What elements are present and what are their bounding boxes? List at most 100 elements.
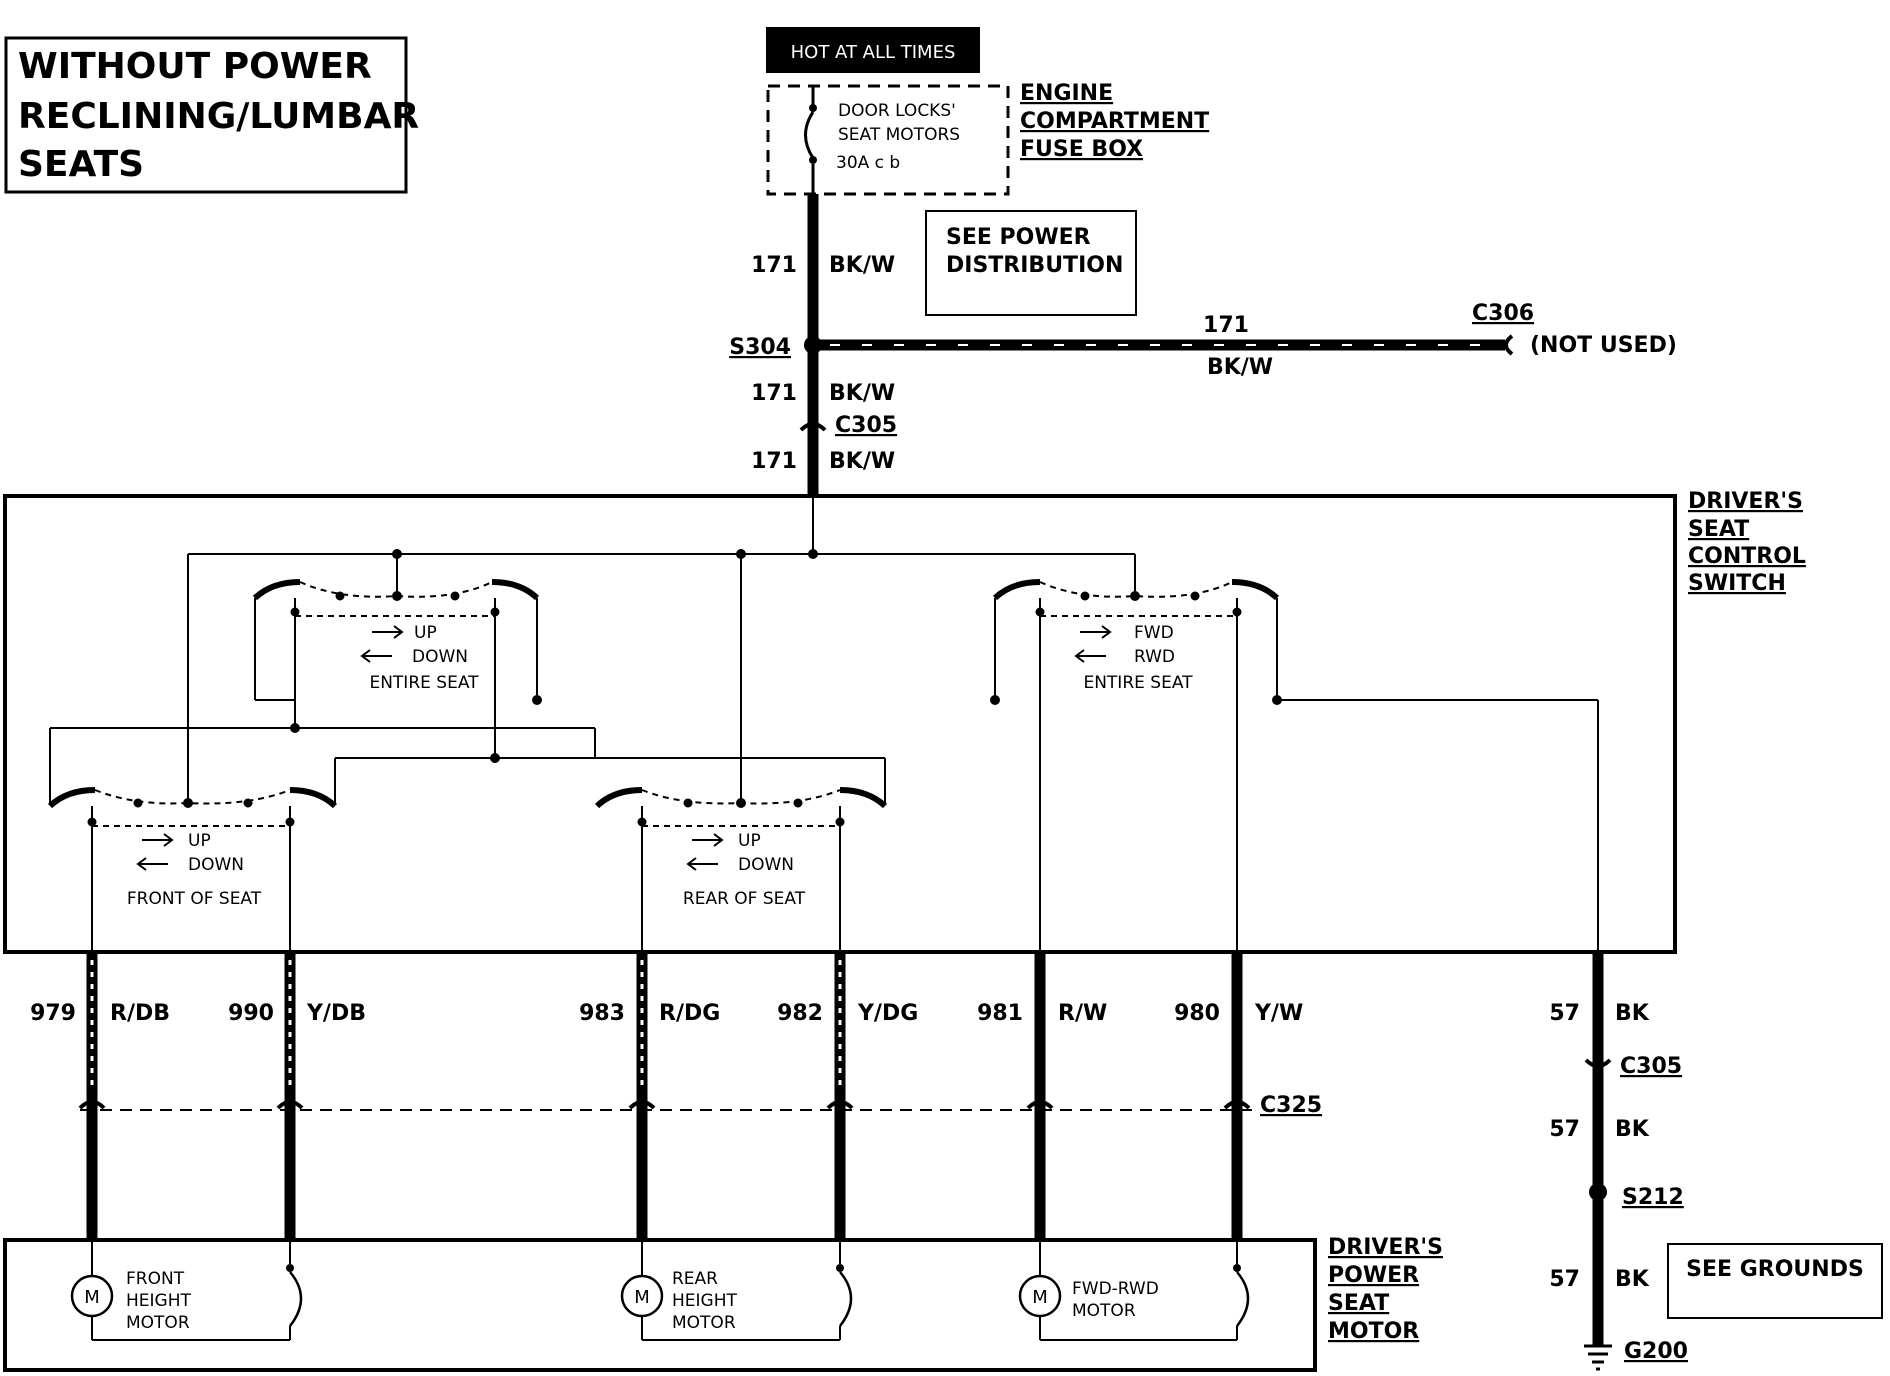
motor-box-label-3: SEAT (1328, 1291, 1389, 1316)
power-seat-motor-box (3, 1238, 1317, 1372)
wire-980-color: Y/W (1254, 1001, 1303, 1026)
see-power-box (925, 210, 1137, 316)
ground-color-1: BK (1615, 1001, 1650, 1026)
svg-text:UP: UP (414, 623, 437, 643)
ground-color-2: BK (1615, 1117, 1650, 1142)
switch-caption-upper-left: UP DOWN ENTIRE SEAT (360, 623, 479, 693)
c325-connector (78, 1100, 1252, 1111)
title-line-1: WITHOUT POWER (18, 46, 372, 87)
branch-color: BK/W (1207, 355, 1273, 380)
s212-label: S212 (1622, 1185, 1684, 1210)
motor-symbol: M (634, 1287, 650, 1308)
svg-text:HEIGHT: HEIGHT (126, 1291, 191, 1311)
see-power-line-1: SEE POWER (946, 225, 1091, 250)
motor-box-label-2: POWER (1328, 1263, 1419, 1288)
s304-label: S304 (729, 335, 791, 360)
svg-text:DOWN: DOWN (412, 647, 468, 667)
svg-text:FWD-RWD: FWD-RWD (1072, 1279, 1159, 1299)
fwd-rwd-motor: M FWD-RWD MOTOR (1018, 1240, 1250, 1341)
svg-text:FRONT OF SEAT: FRONT OF SEAT (127, 889, 262, 909)
ground-circuit-2: 57 (1549, 1117, 1580, 1142)
motor-box-label-1: DRIVER'S (1328, 1235, 1443, 1260)
fuse-line-1: DOOR LOCKS' (838, 101, 956, 121)
svg-text:REAR: REAR (672, 1269, 718, 1289)
switch-label-2: SEAT (1688, 517, 1749, 542)
wire-983-color: R/DG (659, 1001, 720, 1026)
switch-label-1: DRIVER'S (1688, 489, 1803, 514)
feed-circuit-1: 171 (751, 253, 797, 278)
feed-circuit-2: 171 (751, 381, 797, 406)
title-line-2: RECLINING/LUMBAR (18, 96, 419, 137)
svg-text:RWD: RWD (1134, 647, 1175, 667)
c325-label: C325 (1260, 1093, 1322, 1118)
c305-top-label: C305 (835, 413, 897, 438)
feed-color-1: BK/W (829, 253, 895, 278)
motor-box-label-4: MOTOR (1328, 1319, 1419, 1344)
fuse-box-label-3: FUSE BOX (1020, 137, 1143, 162)
feed-circuit-3: 171 (751, 449, 797, 474)
fuse-box-label-1: ENGINE (1020, 81, 1113, 106)
wire-stripes (90, 960, 842, 1090)
c305-bottom-label: C305 (1620, 1054, 1682, 1079)
title-line-3: SEATS (18, 144, 144, 185)
svg-text:FWD: FWD (1134, 623, 1174, 643)
wire-982-circuit: 982 (777, 1001, 823, 1026)
svg-text:DOWN: DOWN (738, 855, 794, 875)
switch-label-3: CONTROL (1688, 544, 1806, 569)
wire-980-circuit: 980 (1174, 1001, 1220, 1026)
wire-981-circuit: 981 (977, 1001, 1023, 1026)
c306-connector (1504, 334, 1514, 356)
svg-text:REAR OF SEAT: REAR OF SEAT (683, 889, 806, 909)
wire-979-circuit: 979 (30, 1001, 76, 1026)
hot-banner (766, 27, 980, 73)
rear-height-motor: M REAR HEIGHT MOTOR (620, 1240, 853, 1341)
fuse-line-3: 30A c b (836, 153, 900, 173)
svg-text:HEIGHT: HEIGHT (672, 1291, 737, 1311)
feed-color-2: BK/W (829, 381, 895, 406)
svg-text:DOWN: DOWN (188, 855, 244, 875)
wire-982-color: Y/DG (857, 1001, 918, 1026)
switch-caption-upper-right: FWD RWD ENTIRE SEAT (1074, 623, 1193, 693)
ground-color-3: BK (1615, 1267, 1650, 1292)
hot-banner-text: HOT AT ALL TIMES (791, 42, 956, 63)
svg-text:MOTOR: MOTOR (126, 1313, 190, 1333)
svg-text:UP: UP (188, 831, 211, 851)
fuse-box (766, 84, 1010, 196)
wire-990-circuit: 990 (228, 1001, 274, 1026)
see-grounds-box (1667, 1243, 1883, 1319)
circuit-breaker-symbol (804, 86, 817, 194)
svg-text:UP: UP (738, 831, 761, 851)
svg-text:MOTOR: MOTOR (672, 1313, 736, 1333)
see-power-line-2: DISTRIBUTION (946, 253, 1123, 278)
ground-symbol (1584, 1344, 1612, 1371)
wire-979-color: R/DB (110, 1001, 170, 1026)
motor-wires (86, 952, 1243, 1240)
switch-internal-wiring (49, 496, 1599, 952)
switch-label-4: SWITCH (1688, 571, 1786, 596)
splice-s212 (1589, 1183, 1607, 1201)
front-height-motor: M FRONT HEIGHT MOTOR (70, 1240, 303, 1341)
switch-contact-upper-left (252, 579, 540, 617)
svg-text:MOTOR: MOTOR (1072, 1301, 1136, 1321)
c305-top-connector (799, 422, 827, 432)
wire-981-color: R/W (1058, 1001, 1107, 1026)
wire-990-color: Y/DB (306, 1001, 366, 1026)
ground-circuit-3: 57 (1549, 1267, 1580, 1292)
svg-text:ENTIRE SEAT: ENTIRE SEAT (369, 673, 479, 693)
ground-circuit-1: 57 (1549, 1001, 1580, 1026)
branch-circuit: 171 (1203, 313, 1249, 338)
fuse-box-label-2: COMPARTMENT (1020, 109, 1209, 134)
svg-text:FRONT: FRONT (126, 1269, 185, 1289)
see-grounds-text: SEE GROUNDS (1686, 1257, 1864, 1282)
motor-symbol: M (84, 1287, 100, 1308)
c306-note: (NOT USED) (1530, 333, 1677, 358)
switch-caption-lower-right: UP DOWN REAR OF SEAT (683, 831, 806, 909)
switch-contact-upper-right (992, 579, 1280, 617)
switch-contact-lower-left (47, 787, 338, 827)
switch-caption-lower-left: UP DOWN FRONT OF SEAT (127, 831, 262, 909)
fuse-line-2: SEAT MOTORS (838, 125, 960, 145)
wire-983-circuit: 983 (579, 1001, 625, 1026)
c306-label: C306 (1472, 301, 1534, 326)
feed-color-3: BK/W (829, 449, 895, 474)
